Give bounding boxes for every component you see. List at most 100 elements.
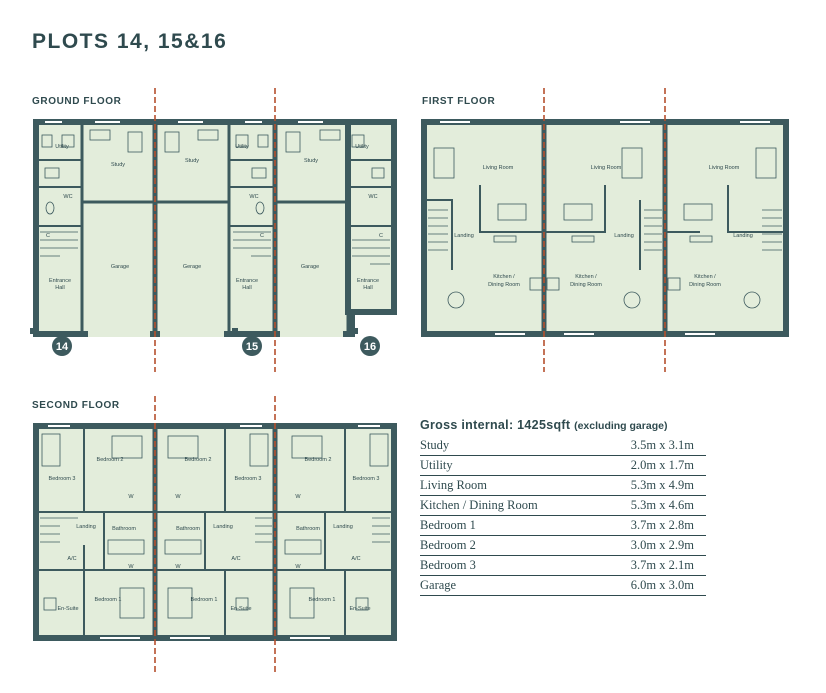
room-label-airing-cupboard: A/C (231, 556, 240, 562)
room-label-wardrobe: W (175, 564, 181, 570)
room-label-wardrobe: W (295, 564, 301, 570)
room-label-study: Study (185, 158, 199, 164)
spec-dims: 3.7m x 2.1m (630, 558, 694, 572)
spec-dims: 6.0m x 3.0m (630, 578, 694, 592)
room-label-landing: Landing (614, 233, 634, 239)
room-label-bedroom-3: Bedroom 3 (235, 476, 262, 482)
room-label-bedroom-1: Bedroom 1 (95, 597, 122, 603)
spec-room: Study (420, 438, 450, 452)
page-title: PLOTS 14, 15&16 (32, 30, 228, 53)
spec-row: Bedroom 2 3.0m x 2.9m (420, 536, 706, 556)
room-label-utility: Utility (355, 144, 369, 150)
room-label-dining: Dining Room (570, 282, 602, 288)
room-label-study: Study (111, 162, 125, 168)
room-label-airing-cupboard: A/C (67, 556, 76, 562)
spec-row: Utility 2.0m x 1.7m (420, 456, 706, 476)
spec-room: Bedroom 3 (420, 558, 476, 572)
room-label-kitchen: Kitchen / (493, 274, 515, 280)
spec-room: Kitchen / Dining Room (420, 498, 538, 512)
plot-number-badge (242, 336, 262, 356)
room-label-bedroom-3: Bedroom 3 (49, 476, 76, 482)
first-floor-plan: Living Room Living Room Living Room Land… (421, 119, 789, 337)
ground-floor-plan: Study Study Study Utility Utility Utilit… (33, 119, 383, 337)
spec-row: Living Room 5.3m x 4.9m (420, 476, 706, 496)
second-floor-label: SECOND FLOOR (32, 400, 120, 411)
room-label-landing: Landing (76, 524, 96, 530)
spec-row: Bedroom 1 3.7m x 2.8m (420, 516, 706, 536)
room-label-wc: WC (63, 194, 72, 200)
room-label-bedroom-2: Bedroom 2 (185, 457, 212, 463)
plot-number: 16 (364, 341, 376, 353)
room-label-hall: Hall (242, 285, 251, 291)
room-label-dining: Dining Room (488, 282, 520, 288)
room-label-landing: Landing (733, 233, 753, 239)
room-label-wardrobe: W (128, 564, 134, 570)
spec-room: Bedroom 2 (420, 538, 476, 552)
room-label-en-suite: En-Suite (349, 606, 370, 612)
ground-floor-label: GROUND FLOOR (32, 96, 122, 107)
second-floor-plan: Bedroom 3 Bedroom 2 Bedroom 2 Bedroom 3 … (33, 423, 397, 641)
plot-number-badge (360, 336, 380, 356)
room-label-wc: WC (368, 194, 377, 200)
room-label-landing: Landing (454, 233, 474, 239)
room-label-study: Study (304, 158, 318, 164)
room-label-bedroom-1: Bedroom 1 (309, 597, 336, 603)
spec-row: Bedroom 3 3.7m x 2.1m (420, 556, 706, 576)
room-label-garage: Garage (111, 264, 129, 270)
room-label-utility: Utility (235, 144, 249, 150)
room-label-entrance: Entrance (236, 278, 258, 284)
room-label-bedroom-3: Bedroom 3 (353, 476, 380, 482)
room-label-garage: Garage (301, 264, 319, 270)
room-label-airing-cupboard: A/C (351, 556, 360, 562)
room-label-garage: Gerage (183, 264, 201, 270)
room-label-wardrobe: W (128, 494, 134, 500)
room-label-bedroom-1: Bedroom 1 (191, 597, 218, 603)
gross-internal-area: Gross internal: 1425sqft (420, 418, 571, 432)
room-label-living-room: Living Room (591, 165, 622, 171)
spec-row: Study 3.5m x 3.1m (420, 436, 706, 456)
room-label-bathroom: Bathroom (296, 526, 320, 532)
room-label-landing: Landing (213, 524, 233, 530)
plot-number-badge (52, 336, 72, 356)
room-label-entrance: Entrance (357, 278, 379, 284)
room-label-living-room: Living Room (483, 165, 514, 171)
room-label-bathroom: Bathroom (176, 526, 200, 532)
spec-room: Bedroom 1 (420, 518, 476, 532)
room-label-cupboard: C (379, 233, 383, 239)
room-label-wardrobe: W (175, 494, 181, 500)
room-label-hall: Hall (55, 285, 64, 291)
room-label-living-room: Living Room (709, 165, 740, 171)
room-label-wc: WC (249, 194, 258, 200)
room-label-wardrobe: W (295, 494, 301, 500)
spec-row: Kitchen / Dining Room 5.3m x 4.6m (420, 496, 706, 516)
room-label-en-suite: En-Suite (57, 606, 78, 612)
room-label-en-suite: En-Suite (230, 606, 251, 612)
spec-dims: 2.0m x 1.7m (630, 458, 694, 472)
room-label-kitchen: Kitchen / (694, 274, 716, 280)
specification-table: Gross internal: 1425sqft (excluding gara… (420, 418, 706, 596)
spec-dims: 5.3m x 4.9m (630, 478, 694, 492)
plot-number: 15 (246, 341, 258, 353)
room-label-bedroom-2: Bedroom 2 (97, 457, 124, 463)
spec-row: Garage 6.0m x 3.0m (420, 576, 706, 596)
plot-number: 14 (56, 341, 69, 353)
gross-internal-note: (excluding garage) (574, 420, 668, 432)
spec-room: Living Room (420, 478, 488, 492)
spec-dims: 3.7m x 2.8m (630, 518, 694, 532)
room-label-kitchen: Kitchen / (575, 274, 597, 280)
spec-dims: 3.0m x 2.9m (630, 538, 694, 552)
spec-dims: 3.5m x 3.1m (630, 438, 694, 452)
room-label-bathroom: Bathroom (112, 526, 136, 532)
plot-16-hall-wing (345, 119, 397, 315)
room-label-utility: Utility (55, 144, 69, 150)
plot-boundary-lines (154, 88, 666, 672)
spec-room: Utility (420, 458, 453, 472)
room-label-landing: Landing (333, 524, 353, 530)
gross-internal-heading: Gross internal: 1425sqft (excluding gara… (420, 418, 706, 432)
first-floor-label: FIRST FLOOR (422, 96, 496, 107)
room-label-cupboard: C (260, 233, 264, 239)
spec-dims: 5.3m x 4.6m (630, 498, 694, 512)
spec-room: Garage (420, 578, 457, 592)
room-label-bedroom-2: Bedroom 2 (305, 457, 332, 463)
